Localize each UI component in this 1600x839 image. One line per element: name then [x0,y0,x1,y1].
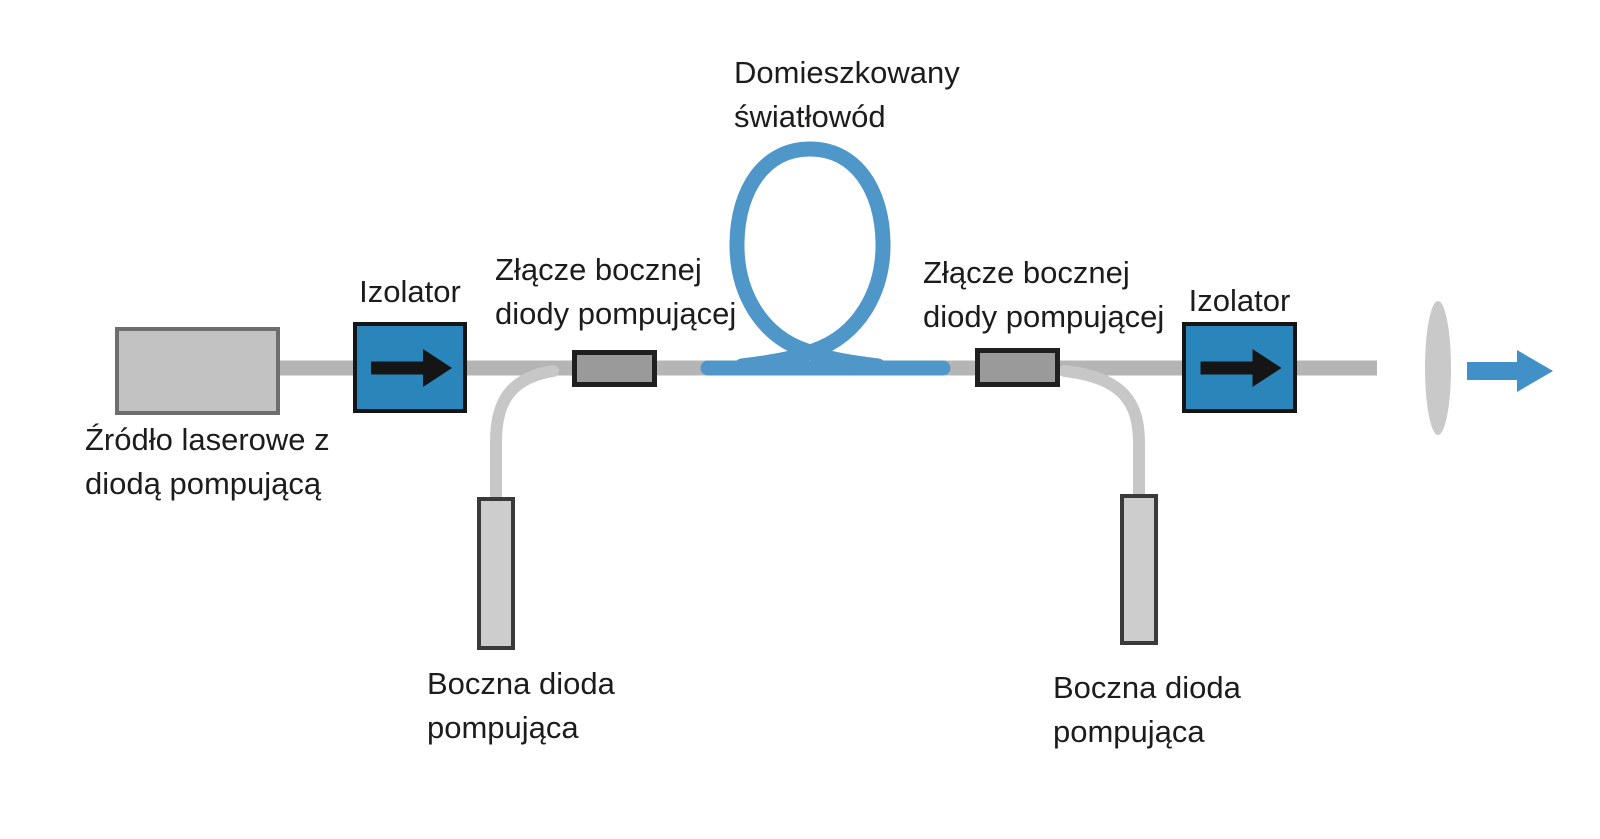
pump-splice-right-box [975,348,1060,387]
right-arrow-icon [371,349,452,387]
output-arrow-icon [1517,350,1553,392]
pump-splice-left-label: Złącze bocznej diody pompującej [495,252,737,331]
output-lens [1425,301,1451,435]
pump-diode-left-label: Boczna dioda pompująca [427,666,615,745]
right-arrow-icon [1200,349,1282,387]
pump-branch-right [1059,365,1145,503]
pump-branch-left [490,365,559,506]
laser-source-box [115,327,280,415]
doped-fiber-label: Domieszkowany światłowód [734,55,960,134]
pump-diode-right-box [1120,494,1158,645]
isolator-right-box [1182,322,1297,413]
pump-diode-left-box [477,497,515,650]
isolator-right-label: Izolator [1188,283,1291,318]
pump-splice-right-label: Złącze bocznej diody pompującej [923,255,1165,334]
laser-source-label: Źródło laserowe z diodą pompującą [85,422,330,501]
doped-fiber-loop [729,141,891,374]
isolator-left-box [353,322,467,413]
isolator-left-label: Izolator [359,274,461,309]
pump-diode-right-label: Boczna dioda pompująca [1053,670,1241,749]
pump-splice-left-box [572,350,657,387]
